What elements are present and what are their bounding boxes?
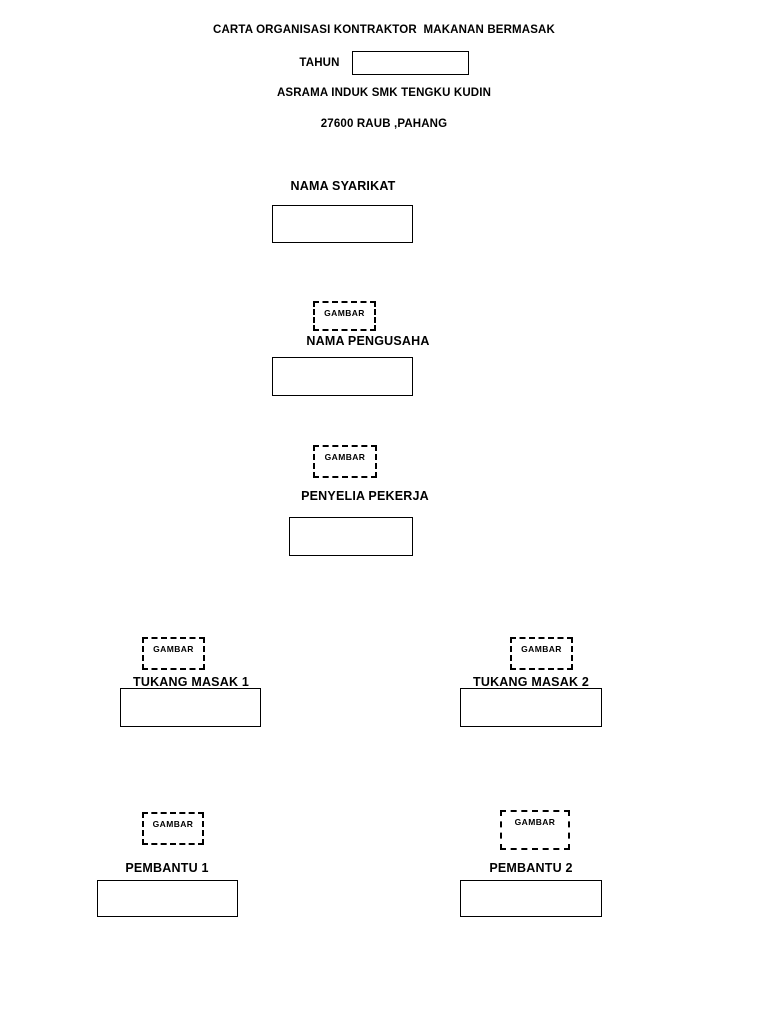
tahun-label: TAHUN <box>299 57 340 69</box>
photo-placeholder-label: GAMBAR <box>153 644 194 654</box>
label-tukang-masak-1: TUKANG MASAK 1 <box>133 675 249 689</box>
photo-placeholder-label: GAMBAR <box>324 452 366 462</box>
label-pembantu-1: PEMBANTU 1 <box>125 861 209 875</box>
field-penyelia-pekerja[interactable] <box>289 517 413 556</box>
photo-placeholder-penyelia-pekerja[interactable]: GAMBAR <box>313 445 377 478</box>
tahun-input[interactable] <box>351 51 469 75</box>
label-nama-pengusaha: NAMA PENGUSAHA <box>306 334 430 348</box>
photo-placeholder-tukang-masak-2[interactable]: GAMBAR <box>510 637 573 670</box>
field-pembantu-1[interactable] <box>97 880 238 917</box>
photo-placeholder-nama-pengusaha[interactable]: GAMBAR <box>313 301 376 331</box>
field-nama-pengusaha[interactable] <box>272 357 413 396</box>
photo-placeholder-label: GAMBAR <box>521 644 562 654</box>
photo-placeholder-label: GAMBAR <box>514 817 556 827</box>
field-tukang-masak-1[interactable] <box>120 688 261 727</box>
photo-placeholder-pembantu-2[interactable]: GAMBAR <box>500 810 570 850</box>
address-line-2: 27600 RAUB ,PAHANG <box>320 118 448 130</box>
field-nama-syarikat[interactable] <box>272 205 413 243</box>
tahun-row: TAHUN <box>0 51 768 75</box>
photo-placeholder-tukang-masak-1[interactable]: GAMBAR <box>142 637 205 670</box>
photo-placeholder-pembantu-1[interactable]: GAMBAR <box>142 812 204 845</box>
label-nama-syarikat: NAMA SYARIKAT <box>290 179 396 193</box>
label-pembantu-2: PEMBANTU 2 <box>489 861 573 875</box>
field-pembantu-2[interactable] <box>460 880 602 917</box>
label-penyelia-pekerja: PENYELIA PEKERJA <box>301 489 429 503</box>
photo-placeholder-label: GAMBAR <box>324 308 365 318</box>
field-tukang-masak-2[interactable] <box>460 688 602 727</box>
photo-placeholder-label: GAMBAR <box>152 819 194 829</box>
page-title: CARTA ORGANISASI KONTRAKTOR MAKANAN BERM… <box>213 24 555 36</box>
address-line-1: ASRAMA INDUK SMK TENGKU KUDIN <box>276 87 492 99</box>
label-tukang-masak-2: TUKANG MASAK 2 <box>473 675 589 689</box>
